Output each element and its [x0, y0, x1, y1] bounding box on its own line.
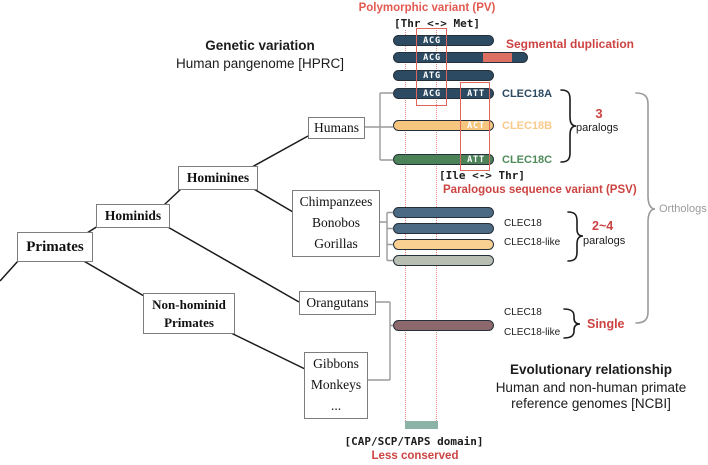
gene-bar-hprc-2-segdup: ACG: [393, 52, 528, 63]
taxon-chimpanzees-label: Chimpanzees: [299, 194, 373, 210]
evolutionary-relationship-line1: Human and non-human primate: [495, 380, 687, 395]
polymorphic-variant-label: Polymorphic variant (PV): [358, 2, 496, 14]
cap-domain-label: [CAP/SCP/TAPS domain]: [344, 435, 484, 448]
codon-act: ACT: [467, 120, 485, 131]
genetic-variation-title: Genetic variation: [205, 38, 315, 53]
connector-monkeys-gene: [366, 301, 393, 381]
tree-node-hominines-label: Hominines: [186, 170, 250, 185]
tree-node-hominids-label: Hominids: [104, 208, 162, 223]
tree-edge-hominines-chimps: [251, 187, 294, 213]
clec18b-label: CLEC18B: [502, 120, 553, 132]
connector-apes-genes: [378, 211, 393, 262]
less-conserved-label: Less conserved: [371, 450, 459, 462]
ape-paralog-count: 2~4: [592, 219, 614, 233]
pv-highlight-rect: [416, 28, 447, 106]
non-hominid-line1: Non-hominid: [152, 296, 226, 312]
gene-bar-ape-2: [393, 223, 494, 234]
clec18a-label: CLEC18A: [502, 88, 553, 100]
ape-clec18-like-label: CLEC18-like: [504, 237, 561, 248]
taxon-humans-label: Humans: [314, 120, 359, 135]
tree-edge-hominids-hominines: [163, 188, 182, 206]
paralogous-sequence-variant-label: Paralogous sequence variant (PSV): [443, 184, 637, 196]
tree-node-hominids: Hominids: [96, 204, 170, 228]
gene-bar-ape-1: [393, 207, 494, 218]
codon-acg: ACG: [423, 52, 441, 63]
tree-node-non-hominid: Non-hominid Primates: [143, 293, 235, 334]
brace-orthologs: [635, 92, 656, 324]
taxon-bonobos-label: Bonobos: [311, 215, 360, 231]
cap-domain-bar: [405, 421, 438, 429]
codon-atg: ATG: [423, 70, 441, 81]
monkey-single-label: Single: [587, 317, 625, 331]
taxon-ellipsis: ...: [330, 397, 342, 413]
evolutionary-relationship-line2: reference genomes [NCBI]: [511, 396, 671, 411]
monkey-clec18-label: CLEC18: [504, 307, 542, 318]
taxon-gibbons-monkeys: Gibbons Monkeys ...: [304, 352, 368, 419]
tree-edges: [0, 135, 309, 370]
gene-bar-clec18a: ACG ATT: [393, 88, 494, 99]
genetic-variation-subtitle: Human pangenome [HPRC]: [175, 56, 345, 71]
codon-att: ATT: [467, 154, 485, 165]
human-paralog-unit: paralogs: [576, 122, 619, 134]
brace-2-4-paralogs: [567, 211, 584, 262]
non-hominid-line2: Primates: [164, 314, 214, 330]
tree-node-hominines: Hominines: [178, 166, 258, 190]
codon-acg: ACG: [423, 88, 441, 99]
taxon-orangutans: Orangutans: [299, 291, 376, 315]
tree-node-primates: Primates: [17, 232, 93, 262]
gene-bar-clec18c: ATT: [393, 154, 494, 165]
clec18c-label: CLEC18C: [502, 154, 553, 166]
taxon-african-apes: Chimpanzees Bonobos Gorillas: [292, 190, 380, 257]
orthologs-label: Orthologs: [659, 203, 707, 215]
tree-edge-hominids-orangutans: [165, 225, 300, 303]
brace-single: [563, 308, 581, 339]
brace-3-paralogs: [560, 89, 577, 163]
gene-bar-monkey: [393, 320, 494, 331]
tree-edge-root: [0, 260, 19, 282]
ape-clec18-label: CLEC18: [504, 218, 542, 229]
taxon-orangutans-label: Orangutans: [306, 295, 369, 310]
taxon-gibbons-label: Gibbons: [313, 356, 359, 372]
connector-humans-genes: [363, 92, 393, 161]
gene-bar-ape-3: [393, 239, 494, 250]
taxon-humans: Humans: [308, 117, 365, 139]
gene-bar-clec18b: ACT: [393, 120, 494, 131]
monkey-clec18-like-label: CLEC18-like: [504, 327, 561, 338]
tree-edge-hominines-humans: [251, 135, 309, 168]
gene-connectors: [363, 92, 393, 381]
codon-att: ATT: [467, 88, 485, 99]
psv-highlight-rect: [460, 82, 490, 171]
tree-edge-nonhominid-gibbons: [228, 331, 306, 370]
segmental-duplication-label: Segmental duplication: [506, 37, 635, 51]
gene-bar-hprc-1: ACG: [393, 35, 494, 46]
psv-codon-change-label: [Ile <-> Thr]: [438, 169, 526, 182]
human-paralog-count: 3: [595, 106, 603, 121]
taxon-monkeys-label: Monkeys: [310, 377, 362, 393]
gene-bar-hprc-3: ATG: [393, 70, 494, 81]
tree-node-primates-label: Primates: [26, 238, 84, 255]
segmental-duplication-segment: [483, 53, 512, 62]
pv-codon-change-label: [Thr <-> Met]: [393, 17, 481, 30]
gene-bar-ape-4: [393, 255, 494, 266]
taxon-gorillas-label: Gorillas: [314, 235, 358, 251]
codon-acg: ACG: [423, 35, 441, 46]
ape-paralog-unit: paralogs: [583, 235, 626, 247]
tree-edge-primates-nonhominid: [81, 259, 145, 297]
evolutionary-relationship-title: Evolutionary relationship: [509, 362, 673, 377]
